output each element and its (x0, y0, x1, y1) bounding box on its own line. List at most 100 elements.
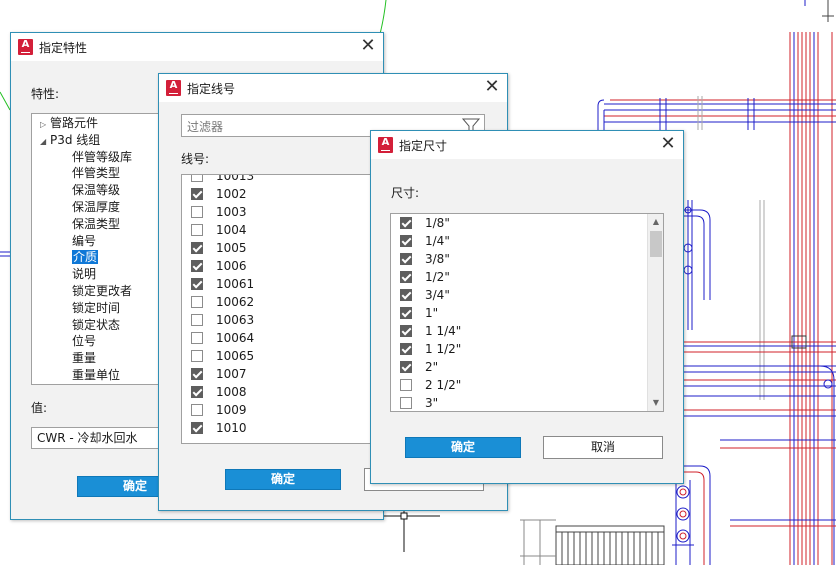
checkbox[interactable] (191, 278, 203, 290)
checkbox[interactable] (400, 361, 412, 373)
size-list-scrollbar[interactable]: ▲ ▼ (647, 214, 663, 411)
checkbox[interactable] (191, 224, 203, 236)
list-item-label: 1 1/2" (425, 342, 462, 356)
checkbox[interactable] (191, 332, 203, 344)
checkbox[interactable] (191, 368, 203, 380)
scroll-down-icon[interactable]: ▼ (652, 398, 660, 407)
properties-tree[interactable]: ▷管路元件◢P3d 线组伴管等级库伴管类型保温等级保温厚度保温类型编号介质说明锁… (31, 113, 181, 385)
tree-item[interactable]: 保温厚度 (72, 199, 120, 216)
tree-item[interactable]: ▷管路元件 (40, 115, 98, 132)
checkbox[interactable] (191, 386, 203, 398)
checkbox[interactable] (400, 307, 412, 319)
list-item[interactable]: 1002 (182, 185, 484, 203)
checkbox[interactable] (191, 260, 203, 272)
ok-button[interactable]: 确定 (225, 469, 341, 490)
checkbox[interactable] (191, 404, 203, 416)
list-item[interactable]: 1007 (182, 365, 484, 383)
list-item[interactable]: 2" (391, 358, 663, 376)
dialog-titlebar[interactable]: A 指定线号 ✕ (159, 74, 507, 102)
tree-item[interactable]: 伴管类型 (72, 165, 120, 182)
cancel-button[interactable]: 取消 (543, 436, 663, 459)
list-item[interactable]: 3/4" (391, 286, 663, 304)
tree-item[interactable]: 重量 (72, 350, 96, 367)
list-item[interactable]: 2 1/2" (391, 376, 663, 394)
list-item[interactable]: 1004 (182, 221, 484, 239)
list-item[interactable]: 3/8" (391, 250, 663, 268)
tree-item[interactable]: ◢P3d 线组 (40, 132, 100, 149)
tree-item-label: 重量 (72, 351, 97, 366)
list-item-label: 1006 (216, 259, 247, 273)
checkbox[interactable] (400, 325, 412, 337)
dialog-titlebar[interactable]: A 指定尺寸 ✕ (371, 131, 683, 159)
close-icon[interactable]: ✕ (360, 35, 376, 56)
tree-item-label: 保温类型 (72, 216, 121, 231)
checkbox[interactable] (191, 350, 203, 362)
checkbox[interactable] (400, 343, 412, 355)
checkbox[interactable] (400, 235, 412, 247)
list-item[interactable]: 1009 (182, 401, 484, 419)
checkbox[interactable] (191, 206, 203, 218)
list-item-label: 3" (425, 396, 439, 410)
list-item[interactable]: 1/4" (391, 232, 663, 250)
tree-item[interactable]: 保温等级 (72, 182, 120, 199)
tree-item[interactable]: 编号 (72, 233, 96, 250)
close-icon[interactable]: ✕ (484, 76, 500, 97)
checkbox[interactable] (191, 242, 203, 254)
list-item-label: 10061 (216, 277, 255, 291)
list-item[interactable]: 1008 (182, 383, 484, 401)
value-field[interactable]: CWR - 冷却水回水 (31, 427, 181, 449)
checkbox[interactable] (191, 422, 203, 434)
checkbox[interactable] (400, 379, 412, 391)
close-icon[interactable]: ✕ (660, 133, 676, 154)
scroll-thumb[interactable] (650, 231, 662, 257)
checkbox[interactable] (191, 296, 203, 308)
tree-item[interactable]: 保温类型 (72, 216, 120, 233)
list-item[interactable]: 3" (391, 394, 663, 411)
size-list[interactable]: 1/8" 1/4" 3/8"1/2"3/4"1" 1 1/4" 1 1/2" 2" 2 1/… (390, 213, 664, 412)
tree-item[interactable]: 伴管等级库 (72, 149, 132, 166)
list-item[interactable]: 10065 (182, 347, 484, 365)
checkbox[interactable] (400, 271, 412, 283)
tree-expander-icon[interactable]: ▷ (40, 120, 47, 129)
list-item[interactable]: 1006 (182, 257, 484, 275)
checkbox[interactable] (400, 397, 412, 409)
list-item[interactable]: 1005 (182, 239, 484, 257)
tree-item[interactable]: 位号 (72, 333, 96, 350)
list-item-label: 1/4" (425, 234, 450, 248)
list-item[interactable]: 1/2" (391, 268, 663, 286)
checkbox[interactable] (191, 175, 203, 182)
list-item[interactable]: 10063 (182, 311, 484, 329)
list-item-label: 1 1/4" (425, 324, 462, 338)
scroll-up-icon[interactable]: ▲ (652, 217, 660, 226)
list-item[interactable]: 1010 (182, 419, 484, 437)
checkbox[interactable] (400, 253, 412, 265)
list-item[interactable]: 10061 (182, 275, 484, 293)
list-item[interactable]: 1/8" (391, 214, 663, 232)
tree-item-label: 锁定状态 (72, 317, 121, 332)
tree-item-label: 位号 (72, 334, 97, 349)
list-item-label: 1007 (216, 367, 247, 381)
list-item[interactable]: 1003 (182, 203, 484, 221)
list-item-label: 1/8" (425, 216, 450, 230)
list-item[interactable]: 1 1/4" (391, 322, 663, 340)
list-item[interactable]: 10013 (182, 175, 484, 185)
list-item[interactable]: 1 1/2" (391, 340, 663, 358)
tree-item[interactable]: 锁定更改者 (72, 283, 132, 300)
tree-expander-icon[interactable]: ◢ (40, 136, 47, 146)
checkbox[interactable] (191, 314, 203, 326)
ok-button[interactable]: 确定 (405, 437, 521, 458)
list-item[interactable]: 10064 (182, 329, 484, 347)
checkbox[interactable] (400, 217, 412, 229)
checkbox[interactable] (400, 289, 412, 301)
tree-item[interactable]: 重量单位 (72, 367, 120, 384)
dialog-titlebar[interactable]: A 指定特性 ✕ (11, 33, 383, 61)
tree-item[interactable]: 锁定时间 (72, 300, 120, 317)
list-item[interactable]: 1" (391, 304, 663, 322)
list-item-label: 2 1/2" (425, 378, 462, 392)
checkbox[interactable] (191, 188, 203, 200)
tree-item[interactable]: 锁定状态 (72, 317, 120, 334)
list-item[interactable]: 10062 (182, 293, 484, 311)
tree-item[interactable]: 介质 (72, 249, 99, 266)
tree-item[interactable]: 说明 (72, 266, 96, 283)
